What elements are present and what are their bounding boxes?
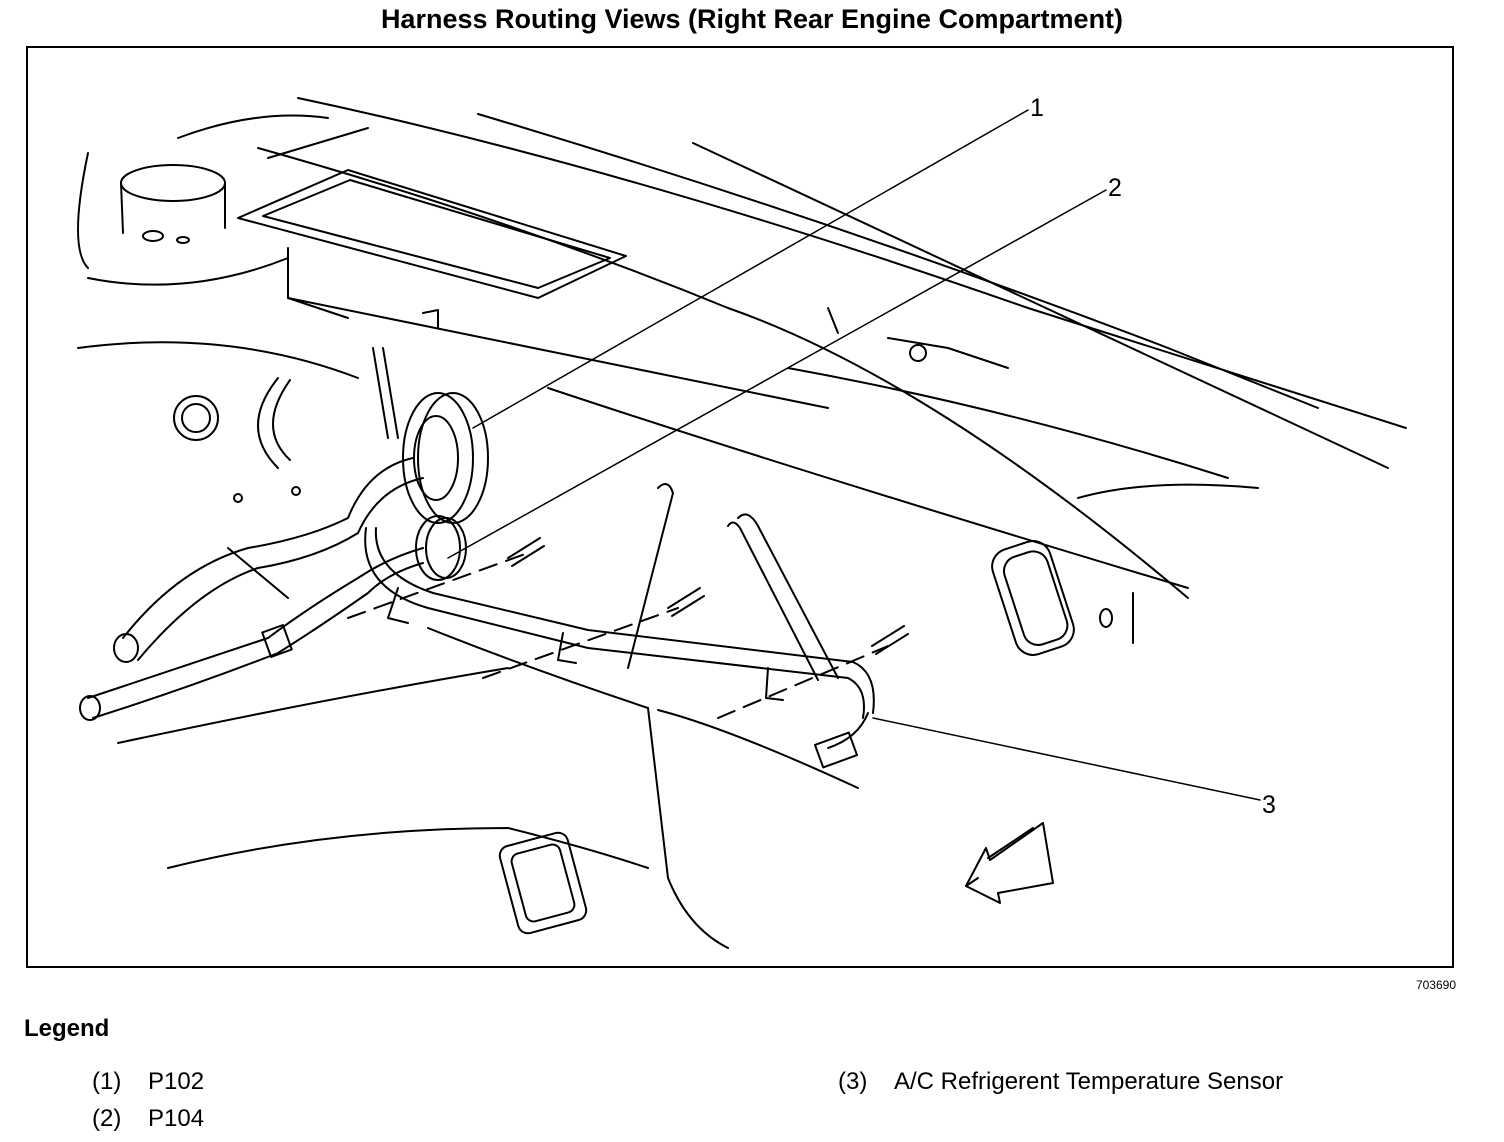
legend-number: (2): [92, 1105, 122, 1132]
callout-1: 1: [1030, 94, 1044, 122]
callout-3: 3: [1262, 791, 1276, 819]
sensor-harness: [364, 527, 875, 769]
legend-item-1: (1) P102: [92, 1068, 204, 1096]
legend-label: A/C Refrigerent Temperature Sensor: [894, 1068, 1284, 1095]
legend-label: P104: [148, 1105, 205, 1132]
legend-number: (1): [92, 1068, 122, 1095]
vent-cover: [237, 169, 839, 409]
diagram-title: Harness Routing Views (Right Rear Engine…: [380, 4, 1124, 34]
legend-item-3: (3) A/C Refrigerent Temperature Sensor: [838, 1068, 1283, 1096]
legend-number: (3): [838, 1068, 868, 1095]
bolts: [422, 309, 909, 655]
leader-lines: [447, 109, 1261, 801]
panel-slots: [627, 337, 1134, 681]
firewall-features: [173, 347, 399, 503]
strut-tower: [77, 152, 359, 379]
lower-panels: [117, 627, 859, 949]
callout-2: 2: [1108, 174, 1122, 202]
direction-arrow: [965, 822, 1054, 904]
legend-label: P102: [148, 1068, 205, 1095]
line-art: 1 2 3: [77, 94, 1407, 949]
alignment-lines: [347, 552, 889, 719]
legend-heading: Legend: [24, 1015, 110, 1042]
grommet-p102: [402, 392, 489, 524]
figure-id: 703690: [1415, 978, 1456, 992]
cowl-panel: [177, 97, 1407, 599]
harness-routing-illustration: 1 2 3: [26, 46, 1454, 968]
legend-item-2: (2) P104: [92, 1105, 204, 1133]
harness-conduit: [79, 457, 424, 721]
